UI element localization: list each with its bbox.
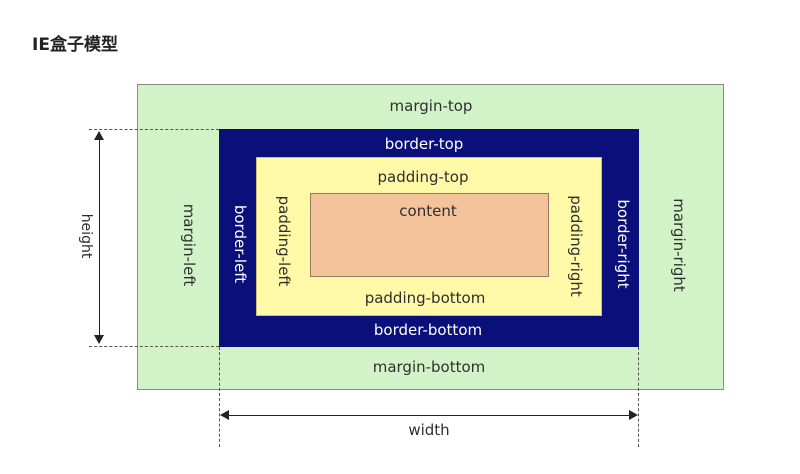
width-line xyxy=(222,415,636,416)
width-left-guide xyxy=(219,347,220,447)
border-bottom-label: border-bottom xyxy=(373,321,483,339)
content-area xyxy=(310,193,549,277)
width-arrow-right-icon xyxy=(629,410,638,420)
margin-bottom-label: margin-bottom xyxy=(372,358,486,376)
height-bottom-guide xyxy=(89,346,219,347)
margin-right-label: margin-right xyxy=(670,198,688,292)
width-right-guide xyxy=(638,347,639,447)
height-top-guide xyxy=(89,129,219,130)
width-label: width xyxy=(408,421,450,439)
border-top-label: border-top xyxy=(384,135,464,153)
height-line xyxy=(99,133,100,343)
border-left-label: border-left xyxy=(231,204,249,284)
padding-left-label: padding-left xyxy=(275,195,293,287)
content-label: content xyxy=(399,202,457,220)
height-label: height xyxy=(78,213,94,259)
width-arrow-left-icon xyxy=(220,410,229,420)
margin-top-label: margin-top xyxy=(389,97,473,115)
margin-left-label: margin-left xyxy=(180,203,198,287)
border-right-label: border-right xyxy=(614,199,632,289)
height-arrow-down-icon xyxy=(94,335,104,344)
height-arrow-up-icon xyxy=(94,131,104,140)
padding-top-label: padding-top xyxy=(377,168,469,186)
padding-bottom-label: padding-bottom xyxy=(364,289,486,307)
padding-right-label: padding-right xyxy=(567,195,585,297)
diagram-title: IE盒子模型 xyxy=(32,35,118,55)
